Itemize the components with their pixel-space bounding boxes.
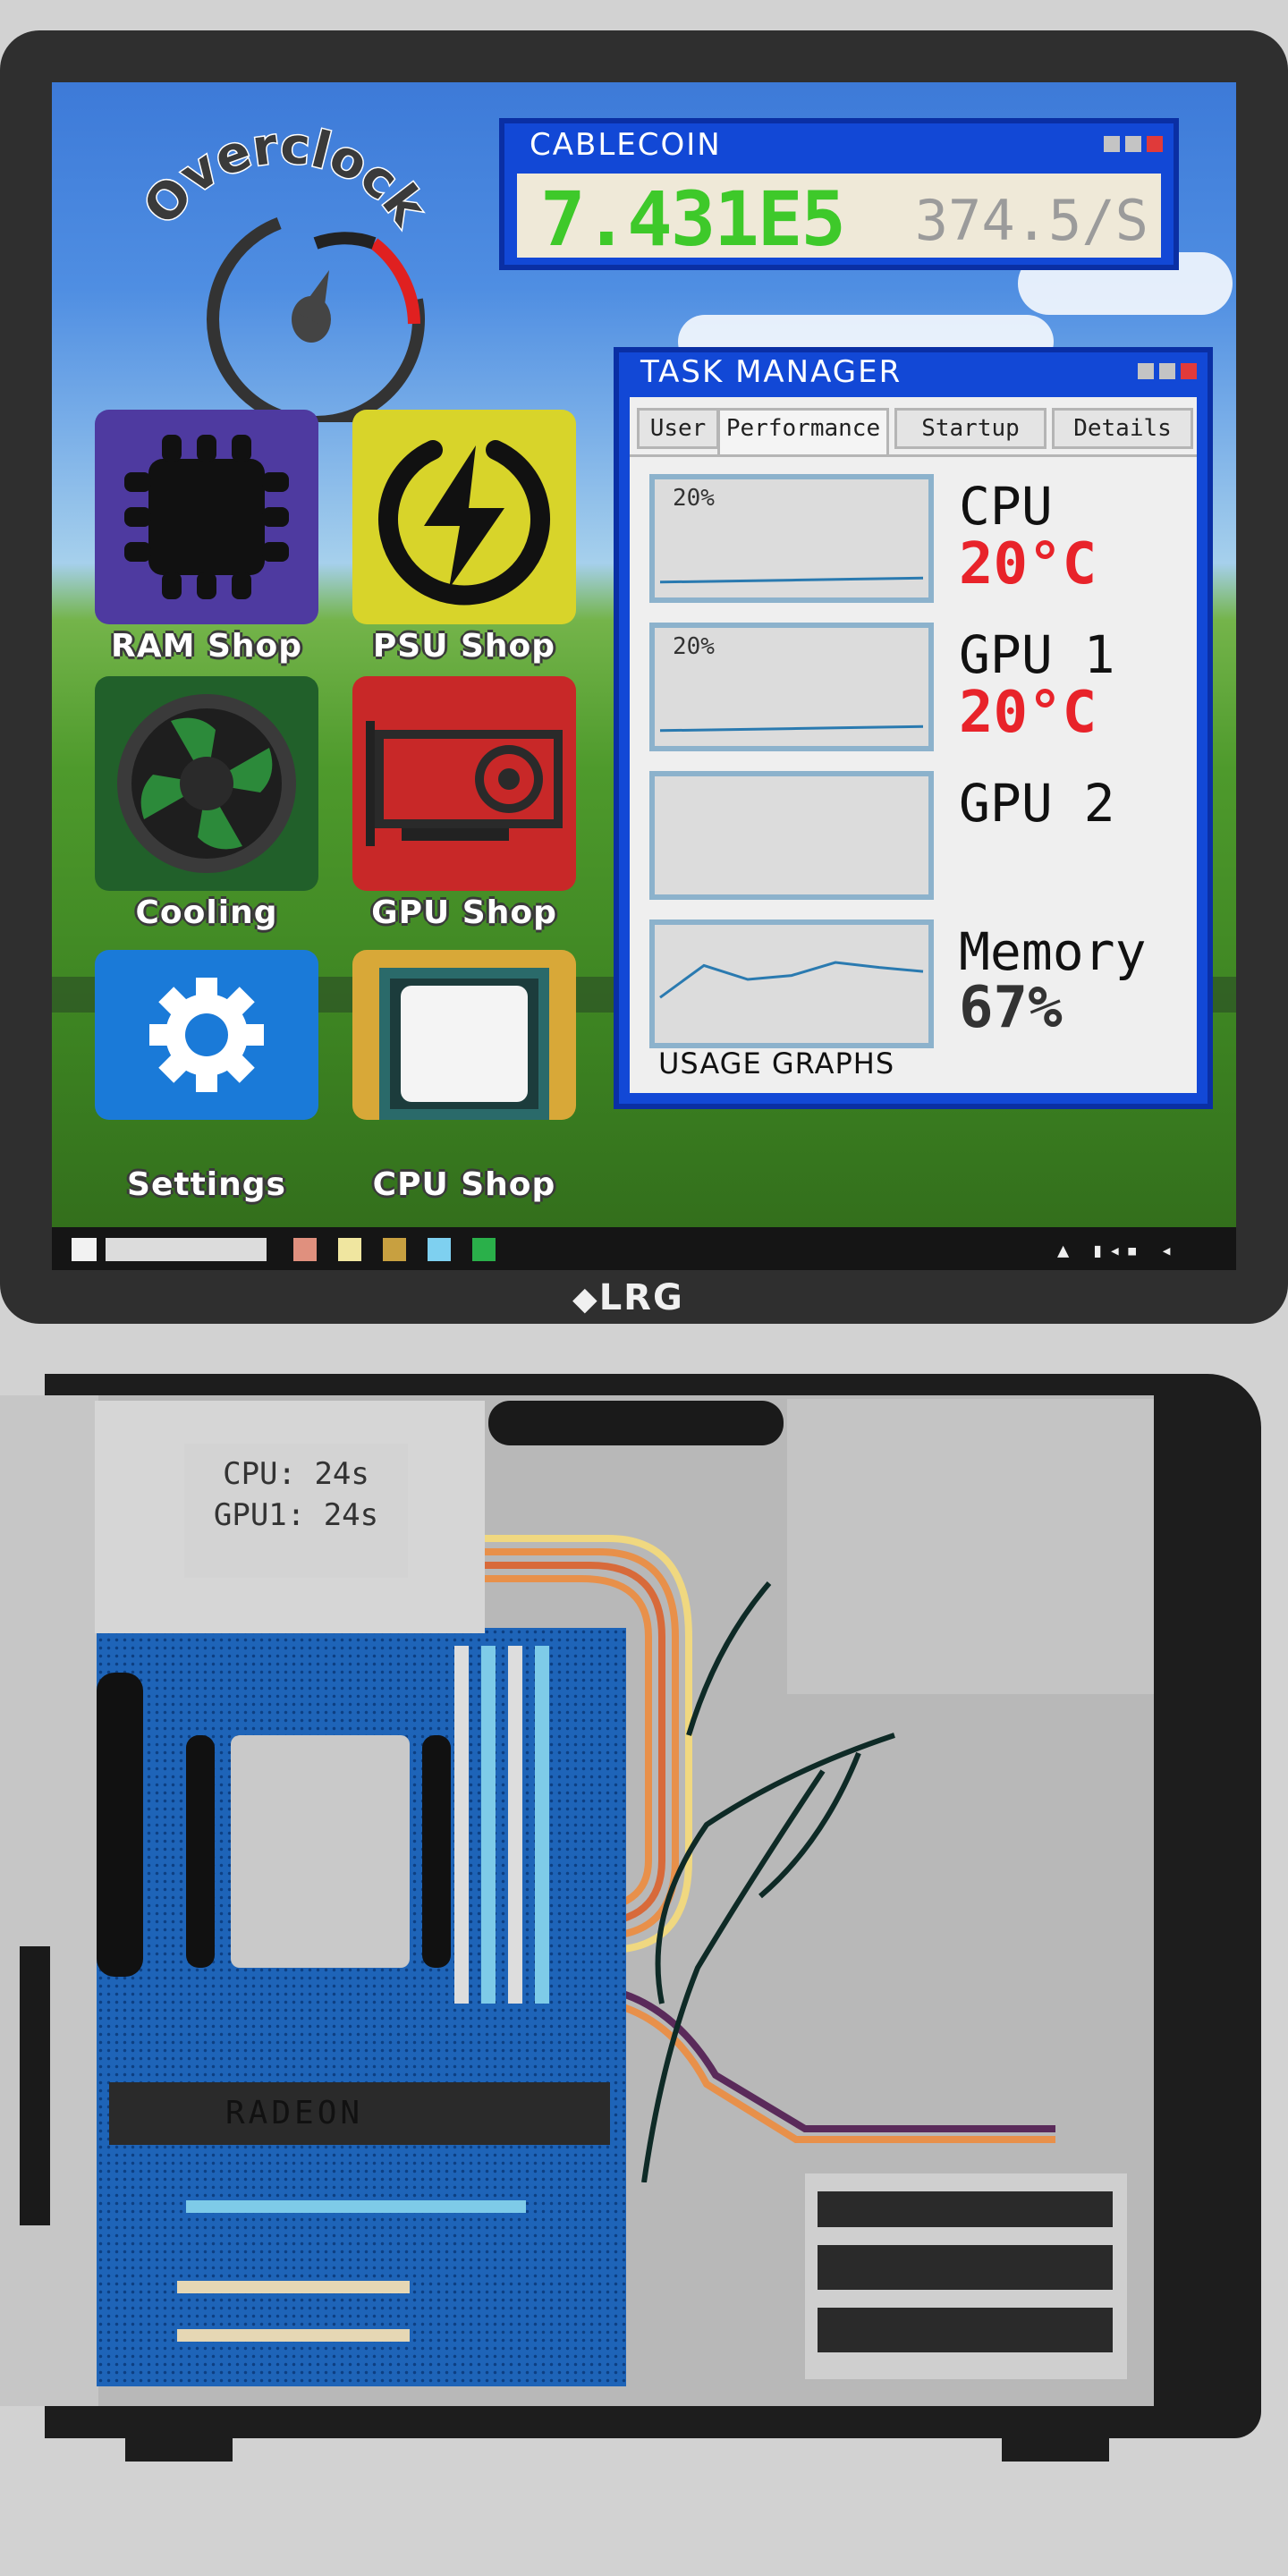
lightning-bolt-icon [378,440,550,606]
task-manager-title: TASK MANAGER [640,354,902,390]
close-button[interactable] [1147,136,1163,152]
gpu-shop-button[interactable] [352,676,576,891]
graphics-card-icon [366,721,563,846]
brand-mark-icon: ◆ [572,1281,599,1318]
cablecoin-window: CABLECOIN 7.431E5 374.5/S [499,118,1179,270]
psu-bay [787,1399,1154,1694]
cablecoin-title: CABLECOIN [530,127,722,163]
case-foot [125,2438,233,2462]
gpu1-timer: GPU1: 24s [213,1497,379,1533]
svg-text:Overclock: Overclock [132,118,437,237]
settings-button[interactable] [95,950,318,1120]
tab-details[interactable]: Details [1052,408,1193,449]
task-manager-body: User Performance Startup Details 20% CPU… [630,397,1197,1093]
cpu-graph-label: 20% [673,485,715,512]
gpu-card: RADEON [109,2082,610,2145]
cpu-label: CPU [959,476,1053,537]
tab-startup[interactable]: Startup [894,408,1046,449]
cpu-chip-icon [124,435,289,599]
taskbar-store-icon[interactable] [383,1238,406,1261]
case-handle [20,1946,50,2225]
cooling-button[interactable] [95,676,318,891]
taskbar-browser-icon[interactable] [428,1238,451,1261]
close-button[interactable] [1181,363,1197,379]
cablecoin-value: 7.431E5 [540,175,846,263]
taskbar-folder-icon[interactable] [338,1238,361,1261]
gpu1-graph-label: 20% [673,633,715,660]
gpu2-label: GPU 2 [959,773,1115,834]
cpu-timer: CPU: 24s [223,1456,369,1492]
memory-label: Memory [959,921,1147,982]
taskbar-app-icon[interactable] [293,1238,317,1261]
tab-performance[interactable]: Performance [717,408,889,456]
window-controls [1132,363,1197,383]
case-fan [488,1401,784,1445]
minimize-button[interactable] [1138,363,1154,379]
gpu-shop-label: GPU Shop [371,894,557,931]
system-tray[interactable]: ▲ ▮◂▪ ◂ [1057,1240,1178,1262]
psu-shop-label: PSU Shop [372,628,556,665]
cpu-temperature: 20°C [959,531,1097,597]
task-manager-window: TASK MANAGER User Performance Startup De… [614,347,1213,1109]
motherboard: RADEON [97,1628,626,2386]
overclock-gauge[interactable]: Overclock [114,118,454,422]
monitor-brand-logo: ◆LRG [572,1277,684,1318]
start-button[interactable] [72,1238,97,1261]
case-foot [1002,2438,1109,2462]
memory-usage-graph [649,919,934,1048]
cpu-cooler [231,1735,410,1968]
cpu-shop-button[interactable] [352,950,576,1120]
cooling-label: Cooling [135,894,278,931]
ram-shop-label: RAM Shop [111,628,302,665]
gpu1-usage-graph: 20% [649,623,934,751]
gpu2-usage-graph [649,771,934,900]
gear-icon [149,978,264,1092]
gpu1-label: GPU 1 [959,624,1115,685]
overclock-label: Overclock [131,118,439,239]
usage-graph-line [659,576,924,584]
case-side-panel [0,1395,98,2406]
taskbar: ▲ ▮◂▪ ◂ [52,1227,1236,1270]
maximize-button[interactable] [1159,363,1175,379]
drive-cage [805,2174,1127,2379]
cpu-usage-graph: 20% [649,474,934,603]
tab-user[interactable]: User [637,408,719,449]
settings-label: Settings [127,1166,286,1203]
psu-shop-button[interactable] [352,410,576,624]
usage-graph-line [659,724,924,733]
ram-shop-button[interactable] [95,410,318,624]
overclock-timer-panel: CPU: 24s GPU1: 24s [184,1444,408,1578]
desktop-screen: Overclock CABLECOIN 7.431E5 374.5/S [52,82,1236,1227]
processor-icon [379,968,549,1120]
minimize-button[interactable] [1104,136,1120,152]
usage-graph-line [659,961,924,999]
window-controls [1098,136,1163,156]
taskbar-green-icon[interactable] [472,1238,496,1261]
cpu-shop-label: CPU Shop [372,1166,556,1203]
cablecoin-display: 7.431E5 374.5/S [517,174,1161,263]
cablecoin-rate: 374.5/S [914,188,1148,253]
maximize-button[interactable] [1125,136,1141,152]
usage-graphs-label: USAGE GRAPHS [658,1046,895,1080]
memory-usage: 67% [959,975,1063,1041]
brand-text: LRG [598,1277,684,1318]
gpu1-temperature: 20°C [959,680,1097,746]
taskbar-search[interactable] [106,1238,267,1261]
gpu-brand-label: RADEON [225,2095,364,2131]
fan-icon [117,694,296,873]
